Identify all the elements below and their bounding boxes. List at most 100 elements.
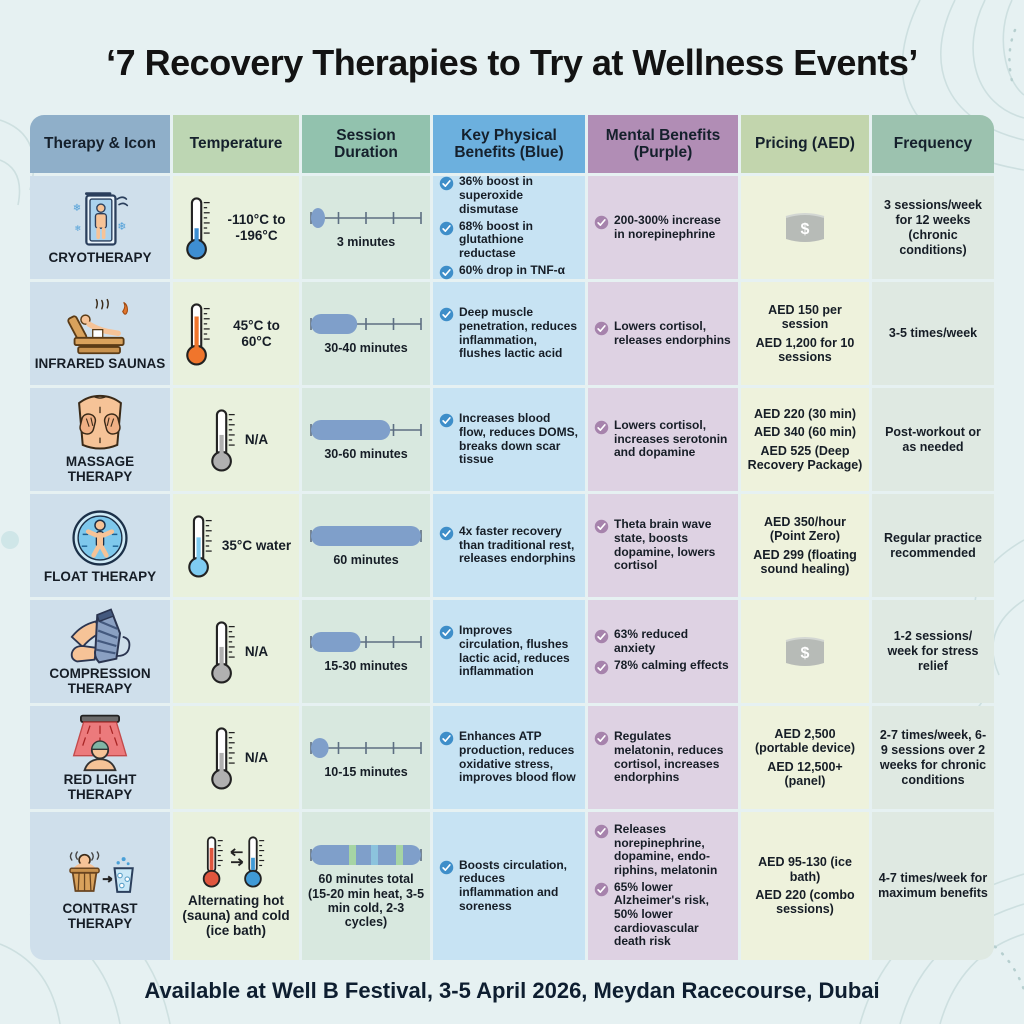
svg-text:❄: ❄ (117, 221, 126, 233)
check-icon (594, 420, 609, 435)
pricing-text: AED 340 (60 min) (753, 425, 857, 440)
mental-benefit-item: Regulates melatonin, reduces cortisol, i… (594, 729, 732, 785)
physical-benefits-cell: 36% boost in superoxide dismutase 68% bo… (433, 175, 585, 279)
infrared-sauna-icon (65, 296, 135, 356)
pricing-cell: AED 350/hour (Point Zero) AED 299 (floati… (741, 494, 869, 597)
physical-benefit-item: Deep muscle penetration, reduces inflamm… (439, 305, 579, 361)
frequency-cell: Regular practice recommended (872, 494, 994, 597)
footer-note: Available at Well B Festival, 3-5 April … (144, 978, 880, 1003)
duration-cell: 15-30 minutes (302, 600, 430, 703)
duration-bar (308, 205, 424, 231)
temperature-text: 45°C to 60°C (233, 318, 280, 349)
header-cell-key-physical-benefits-blue: Key Physical Benefits (Blue) (433, 115, 585, 173)
mental-benefit-item: 200-300% increase in norepinephrine (594, 213, 732, 241)
dollar-icon: $ (785, 636, 825, 666)
cryotherapy-icon: ❄ ❄ ❄ (68, 190, 132, 250)
frequency-text: Post-workout or as needed (885, 424, 981, 454)
mental-benefit-item: 65% lower Alzheimer's risk, 50% lower ca… (594, 880, 732, 949)
therapy-name: CRYOTHERAPY (48, 249, 152, 265)
frequency-cell: 2-7 times/week, 6-9 sessions over 2 week… (872, 706, 994, 809)
header-cell-therapy-icon: Therapy & Icon (30, 115, 170, 173)
massage-icon (68, 394, 132, 454)
dollar-icon: $ (785, 212, 825, 242)
mental-benefits-cell: Theta brain wave state, boosts dopamine,… (588, 494, 738, 597)
pricing-text: AED 150 per session (768, 302, 842, 332)
svg-text:$: $ (801, 221, 810, 238)
temperature-text: N/A (244, 431, 269, 447)
pricing-cell: $ (741, 600, 869, 703)
temperature-text: N/A (244, 749, 269, 765)
svg-text:$: $ (801, 645, 810, 662)
frequency-text: 3 sessions/week for 12 weeks (chronic co… (884, 197, 982, 257)
duration-label: 60 minutes total (15-20 min heat, 3-5 mi… (308, 872, 425, 930)
physical-benefits-cell: Increases blood flow, reduces DOMS, brea… (433, 388, 585, 491)
therapy-name: COMPRESSION THERAPY (49, 666, 151, 696)
temperature-text: N/A (244, 643, 269, 659)
physical-benefits-cell: Deep muscle penetration, reduces inflamm… (433, 282, 585, 385)
temperature-cell: N/A (173, 706, 299, 809)
physical-benefit-item: 36% boost in superoxide dismutase (439, 175, 579, 216)
therapy-cell: MASSAGE THERAPY (30, 388, 170, 491)
frequency-text: 3-5 times/week (888, 326, 978, 340)
frequency-cell: Post-workout or as needed (872, 388, 994, 491)
frequency-cell: 3 sessions/week for 12 weeks (chronic co… (872, 176, 994, 279)
duration-cell: 10-15 minutes (302, 706, 430, 809)
physical-benefit-item: 4x faster recovery than traditional rest… (439, 524, 579, 566)
dual-thermometer-icon (194, 834, 278, 892)
therapy-name: FLOAT THERAPY (43, 568, 157, 584)
duration-bar (308, 523, 424, 549)
pricing-text: AED 12,500+ (panel) (767, 759, 843, 788)
frequency-text: Regular practice recommended (884, 530, 982, 560)
frequency-cell: 4-7 times/week for maximum benefits (872, 812, 994, 960)
temperature-cell: 45°C to 60°C (173, 282, 299, 385)
frequency-cell: 3-5 times/week (872, 282, 994, 385)
pricing-cell: AED 2,500 (portable device)AED 12,500+ (… (741, 706, 869, 809)
temperature-cell: 35°C water (173, 494, 299, 597)
mental-benefit-item: 63% reduced anxiety (594, 627, 732, 655)
mental-benefit-item: 78% calming effects (594, 658, 729, 675)
mental-benefits-cell: Regulates melatonin, reduces cortisol, i… (588, 706, 738, 809)
frequency-text: 4-7 times/week for maximum benefits (878, 871, 988, 900)
duration-label: 10-15 minutes (324, 765, 408, 780)
check-icon (439, 731, 454, 746)
table-row: CONTRAST THERAPY Alternating hot (sauna)… (30, 812, 994, 960)
duration-bar (308, 629, 424, 655)
pricing-text: AED 220 (30 min) (753, 406, 857, 421)
mental-benefits-cell: Releases norepinephrine, dopamine, endo-… (588, 812, 738, 960)
check-icon (439, 860, 454, 874)
header-cell-frequency: Frequency (872, 115, 994, 173)
therapy-name: CONTRAST THERAPY (62, 900, 138, 931)
therapy-name: RED LIGHT THERAPY (63, 772, 137, 802)
physical-benefit-item: 68% boost in glutathione reductase (439, 219, 579, 261)
temperature-cell: Alternating hot (sauna) and cold (ice ba… (173, 812, 299, 960)
physical-benefits-cell: Enhances ATP production, reduces oxidati… (433, 706, 585, 809)
pricing-text: AED 299 (floating sound healing) (753, 547, 857, 576)
table-row: COMPRESSION THERAPY N/A 15-30 minutes Im… (30, 600, 994, 703)
frequency-text: 2-7 times/week, 6-9 sessions over 2 week… (879, 727, 987, 787)
check-icon (594, 731, 609, 746)
red-light-icon (68, 712, 132, 772)
table-row: RED LIGHT THERAPY N/A 10-15 minutes Enha… (30, 706, 994, 809)
float-icon (68, 507, 132, 569)
check-icon (439, 177, 454, 191)
pricing-text: AED 350/hour (Point Zero) (764, 514, 846, 544)
table-row: ❄ ❄ ❄ CRYOTHERAPY -110°C to -196°C 3 min… (30, 175, 994, 279)
header-cell-session-duration: Session Duration (302, 115, 430, 173)
duration-cell: 30-40 minutes (302, 282, 430, 385)
physical-benefits-cell: Improves circulation, flushes lactic aci… (433, 600, 585, 703)
svg-text:❄: ❄ (73, 203, 81, 214)
duration-bar (308, 417, 424, 443)
temperature-text: 35°C water (221, 537, 292, 553)
check-icon (594, 882, 609, 896)
mental-benefit-item: Lowers cortisol, increases serotonin and… (594, 418, 732, 460)
table-row: MASSAGE THERAPY N/A 30-60 minutes Increa… (30, 388, 994, 491)
temperature-cell: N/A (173, 388, 299, 491)
temperature-text: Alternating hot (sauna) and cold (ice ba… (182, 892, 290, 939)
thermometer-icon (179, 195, 215, 261)
mental-benefits-cell: 63% reduced anxiety 78% calming effects (588, 600, 738, 703)
check-icon (439, 307, 454, 322)
